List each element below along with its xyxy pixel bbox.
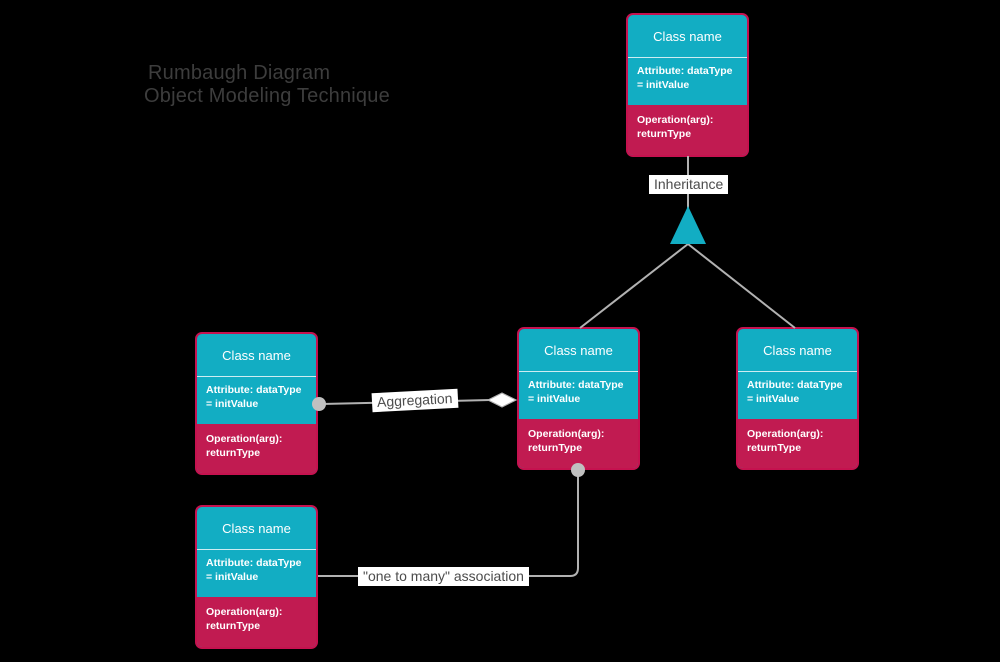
inheritance-branch-left-line bbox=[579, 243, 689, 329]
class-operation-section: Operation(arg): returnType bbox=[519, 419, 638, 468]
class-name-header: Class name bbox=[222, 520, 291, 536]
class-name-header: Class name bbox=[653, 28, 722, 44]
diagram-title-line1: Rumbaugh Diagram bbox=[148, 62, 331, 84]
class-name-header: Class name bbox=[763, 342, 832, 358]
class-operation-section: Operation(arg): returnType bbox=[197, 597, 316, 647]
class-box-subclass-left[interactable]: Class name Attribute: dataType = initVal… bbox=[517, 327, 640, 470]
class-name-header: Class name bbox=[544, 342, 613, 358]
aggregation-diamond-icon bbox=[486, 392, 518, 408]
class-attribute-section: Attribute: dataType = initValue bbox=[197, 376, 316, 424]
class-box-association-many[interactable]: Class name Attribute: dataType = initVal… bbox=[195, 505, 318, 649]
class-box-aggregation-part[interactable]: Class name Attribute: dataType = initVal… bbox=[195, 332, 318, 475]
class-attribute-section: Attribute: dataType = initValue bbox=[519, 371, 638, 419]
association-line bbox=[318, 471, 579, 577]
class-attribute-section: Attribute: dataType = initValue bbox=[738, 371, 857, 419]
class-box-superclass[interactable]: Class name Attribute: dataType = initVal… bbox=[626, 13, 749, 157]
diagram-title-line2: Object Modeling Technique bbox=[144, 85, 390, 107]
inheritance-label: Inheritance bbox=[649, 175, 729, 194]
inheritance-triangle-icon bbox=[670, 206, 706, 244]
diagram-title: Rumbaugh Diagram Object Modeling Techniq… bbox=[144, 62, 390, 108]
class-operation-section: Operation(arg): returnType bbox=[197, 424, 316, 473]
class-attribute-section: Attribute: dataType = initValue bbox=[628, 57, 747, 105]
class-operation-section: Operation(arg): returnType bbox=[628, 105, 747, 155]
association-label: "one to many" association bbox=[358, 567, 529, 586]
class-box-subclass-right[interactable]: Class name Attribute: dataType = initVal… bbox=[736, 327, 859, 470]
class-attribute-section: Attribute: dataType = initValue bbox=[197, 549, 316, 597]
aggregation-label: Aggregation bbox=[371, 388, 458, 413]
class-operation-section: Operation(arg): returnType bbox=[738, 419, 857, 468]
class-name-header: Class name bbox=[222, 347, 291, 363]
inheritance-branch-right-line bbox=[687, 243, 796, 329]
